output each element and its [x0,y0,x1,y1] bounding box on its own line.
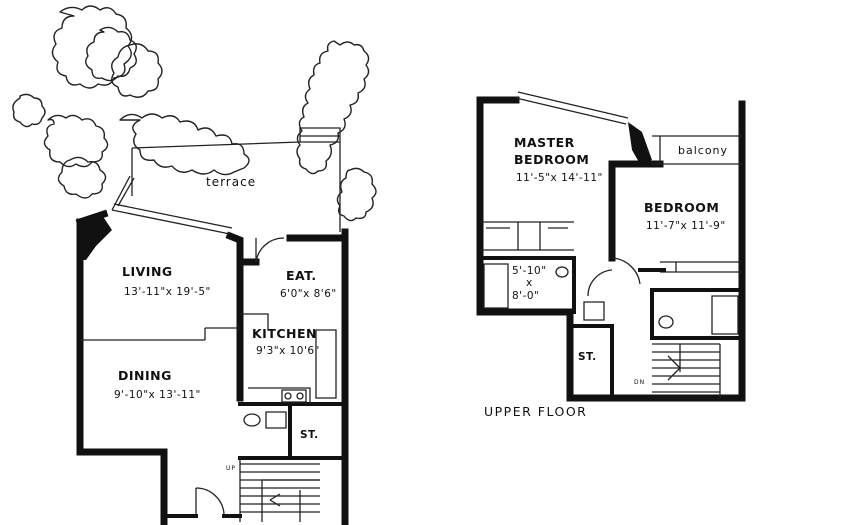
stair-up-label: UP [226,465,236,472]
eat-dims: 6'0"x 8'6" [280,288,337,300]
lower-exterior-wall [76,218,168,525]
bath-dims-2: x [526,277,533,289]
balcony-outline [652,135,742,165]
upper-floor: MASTER BEDROOM 11'-5"x 14'-11" balcony B… [476,91,746,419]
tree-canopy-right [296,40,377,222]
master-label-1: MASTER [514,135,575,150]
bath-dims-1: 5'-10" [512,265,547,277]
fireplace [80,212,112,260]
master-window [515,91,629,125]
living-label: LIVING [122,264,173,279]
lower-floor: terrace LIVING 13'-11"x 19'-5" EAT. 6'0"… [12,5,377,525]
upper-storage-label: ST. [578,351,597,363]
upper-chimney [628,122,652,164]
kitchen-dims: 9'3"x 10'6" [256,345,320,357]
terrace-label: terrace [206,175,256,189]
bath-dims-3: 8'-0" [512,290,539,302]
upper-exterior-wall [476,96,746,402]
kitchen-counter [240,313,337,399]
bedroom-label: BEDROOM [644,200,719,215]
upper-floor-title: UPPER FLOOR [484,404,587,419]
kitchen-label: KITCHEN [252,326,317,341]
living-dims: 13'-11"x 19'-5" [124,286,211,298]
dining-label: DINING [118,368,172,383]
master-dims: 11'-5"x 14'-11" [516,172,603,184]
upper-stair [652,343,721,398]
terrace-outline [131,127,341,232]
dining-dims: 9'-10"x 13'-11" [114,389,201,401]
stair-dn-label: DN [634,379,645,386]
balcony-label: balcony [678,144,728,157]
tree-canopy-left [12,5,250,199]
living-window [111,203,233,235]
eat-label: EAT. [286,268,317,283]
lower-storage-label: ST. [300,429,319,441]
lower-stair [239,458,320,522]
bedroom-dims: 11'-7"x 11'-9" [646,220,726,232]
master-label-2: BEDROOM [514,152,589,167]
